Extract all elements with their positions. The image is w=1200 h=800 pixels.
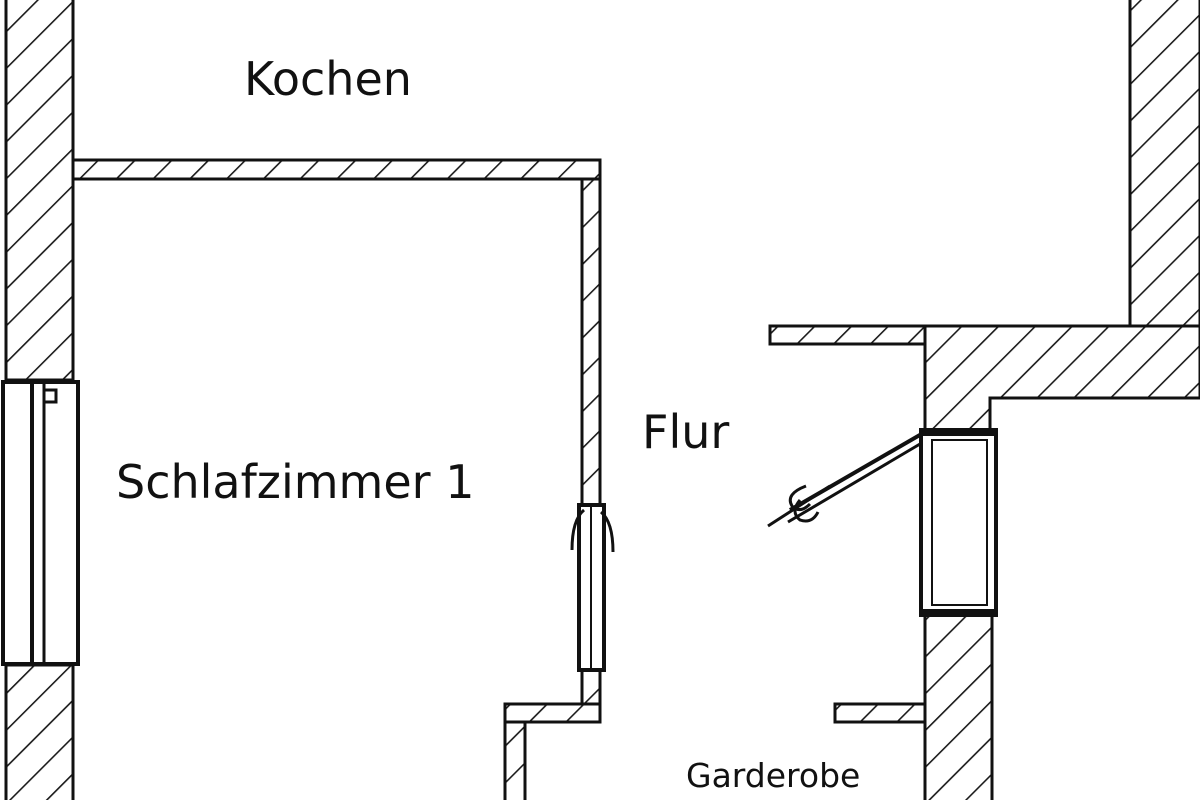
wall-hallway-top — [768, 324, 927, 346]
window-icon — [1, 380, 80, 666]
wall-bedroom-step-vertical — [503, 720, 527, 800]
room-label-wardrobe: Garderobe — [686, 756, 860, 795]
wall-kitchen-bedroom — [71, 158, 602, 181]
wall-bedroom-right-lower — [580, 668, 602, 706]
wall-left-upper — [4, 0, 75, 382]
walls — [4, 0, 1200, 800]
wall-left-lower — [4, 663, 75, 800]
room-label-kitchen: Kochen — [244, 52, 412, 106]
wall-right-top — [1128, 0, 1200, 332]
door-swing-icon — [767, 428, 998, 617]
room-label-hallway: Flur — [642, 405, 729, 459]
wall-hallway-right-lower — [923, 613, 994, 800]
door-leaf-icon — [570, 503, 615, 672]
wall-wardrobe — [833, 702, 927, 724]
wall-bedroom-right-upper — [580, 177, 602, 507]
wall-bedroom-step — [503, 702, 602, 724]
room-label-bedroom: Schlafzimmer 1 — [116, 455, 474, 509]
